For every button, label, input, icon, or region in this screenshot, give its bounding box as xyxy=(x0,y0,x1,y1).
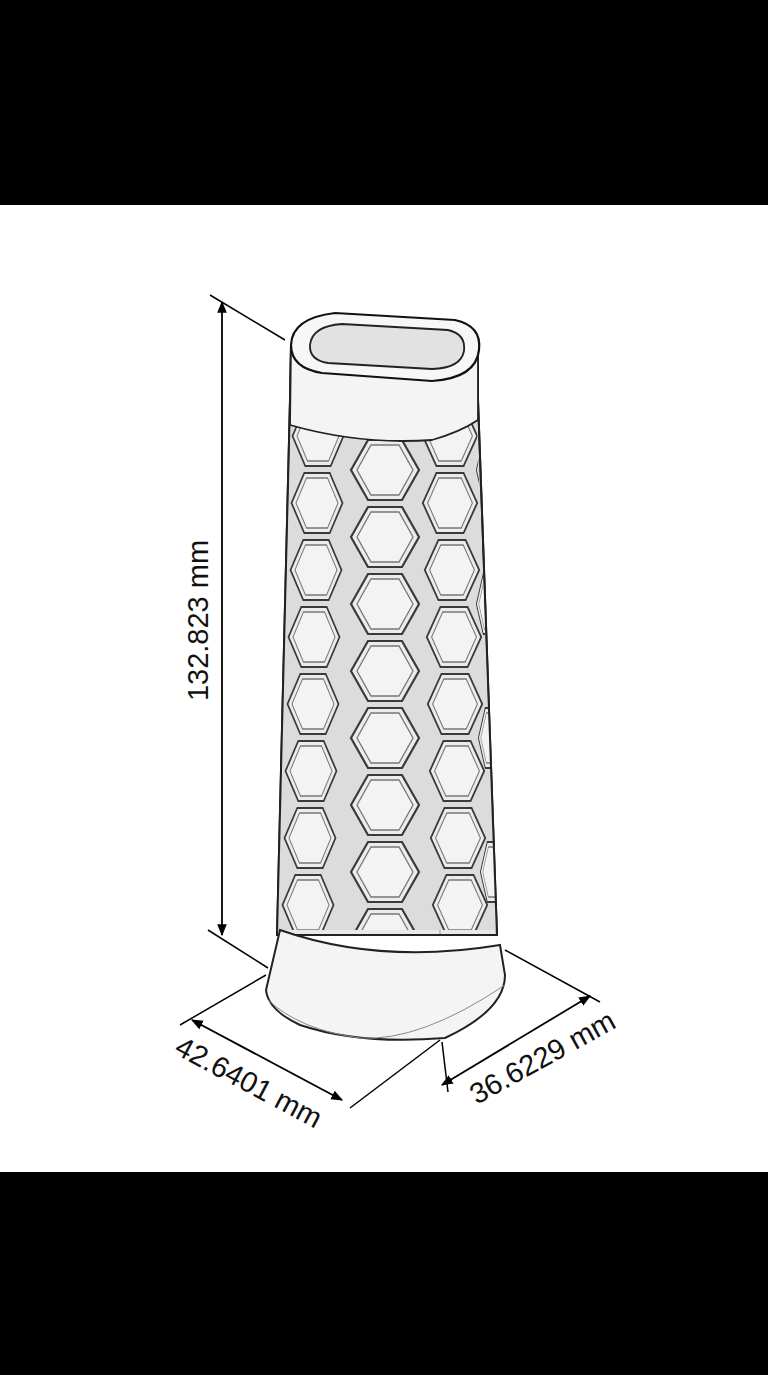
bottom-bar xyxy=(0,1172,768,1375)
dimension-label: 132.823 mm xyxy=(182,535,215,704)
dimension-label: 42.6401 mm xyxy=(166,1028,331,1137)
top-bar xyxy=(0,0,768,205)
dimension-label: 36.6229 mm xyxy=(460,1002,624,1113)
